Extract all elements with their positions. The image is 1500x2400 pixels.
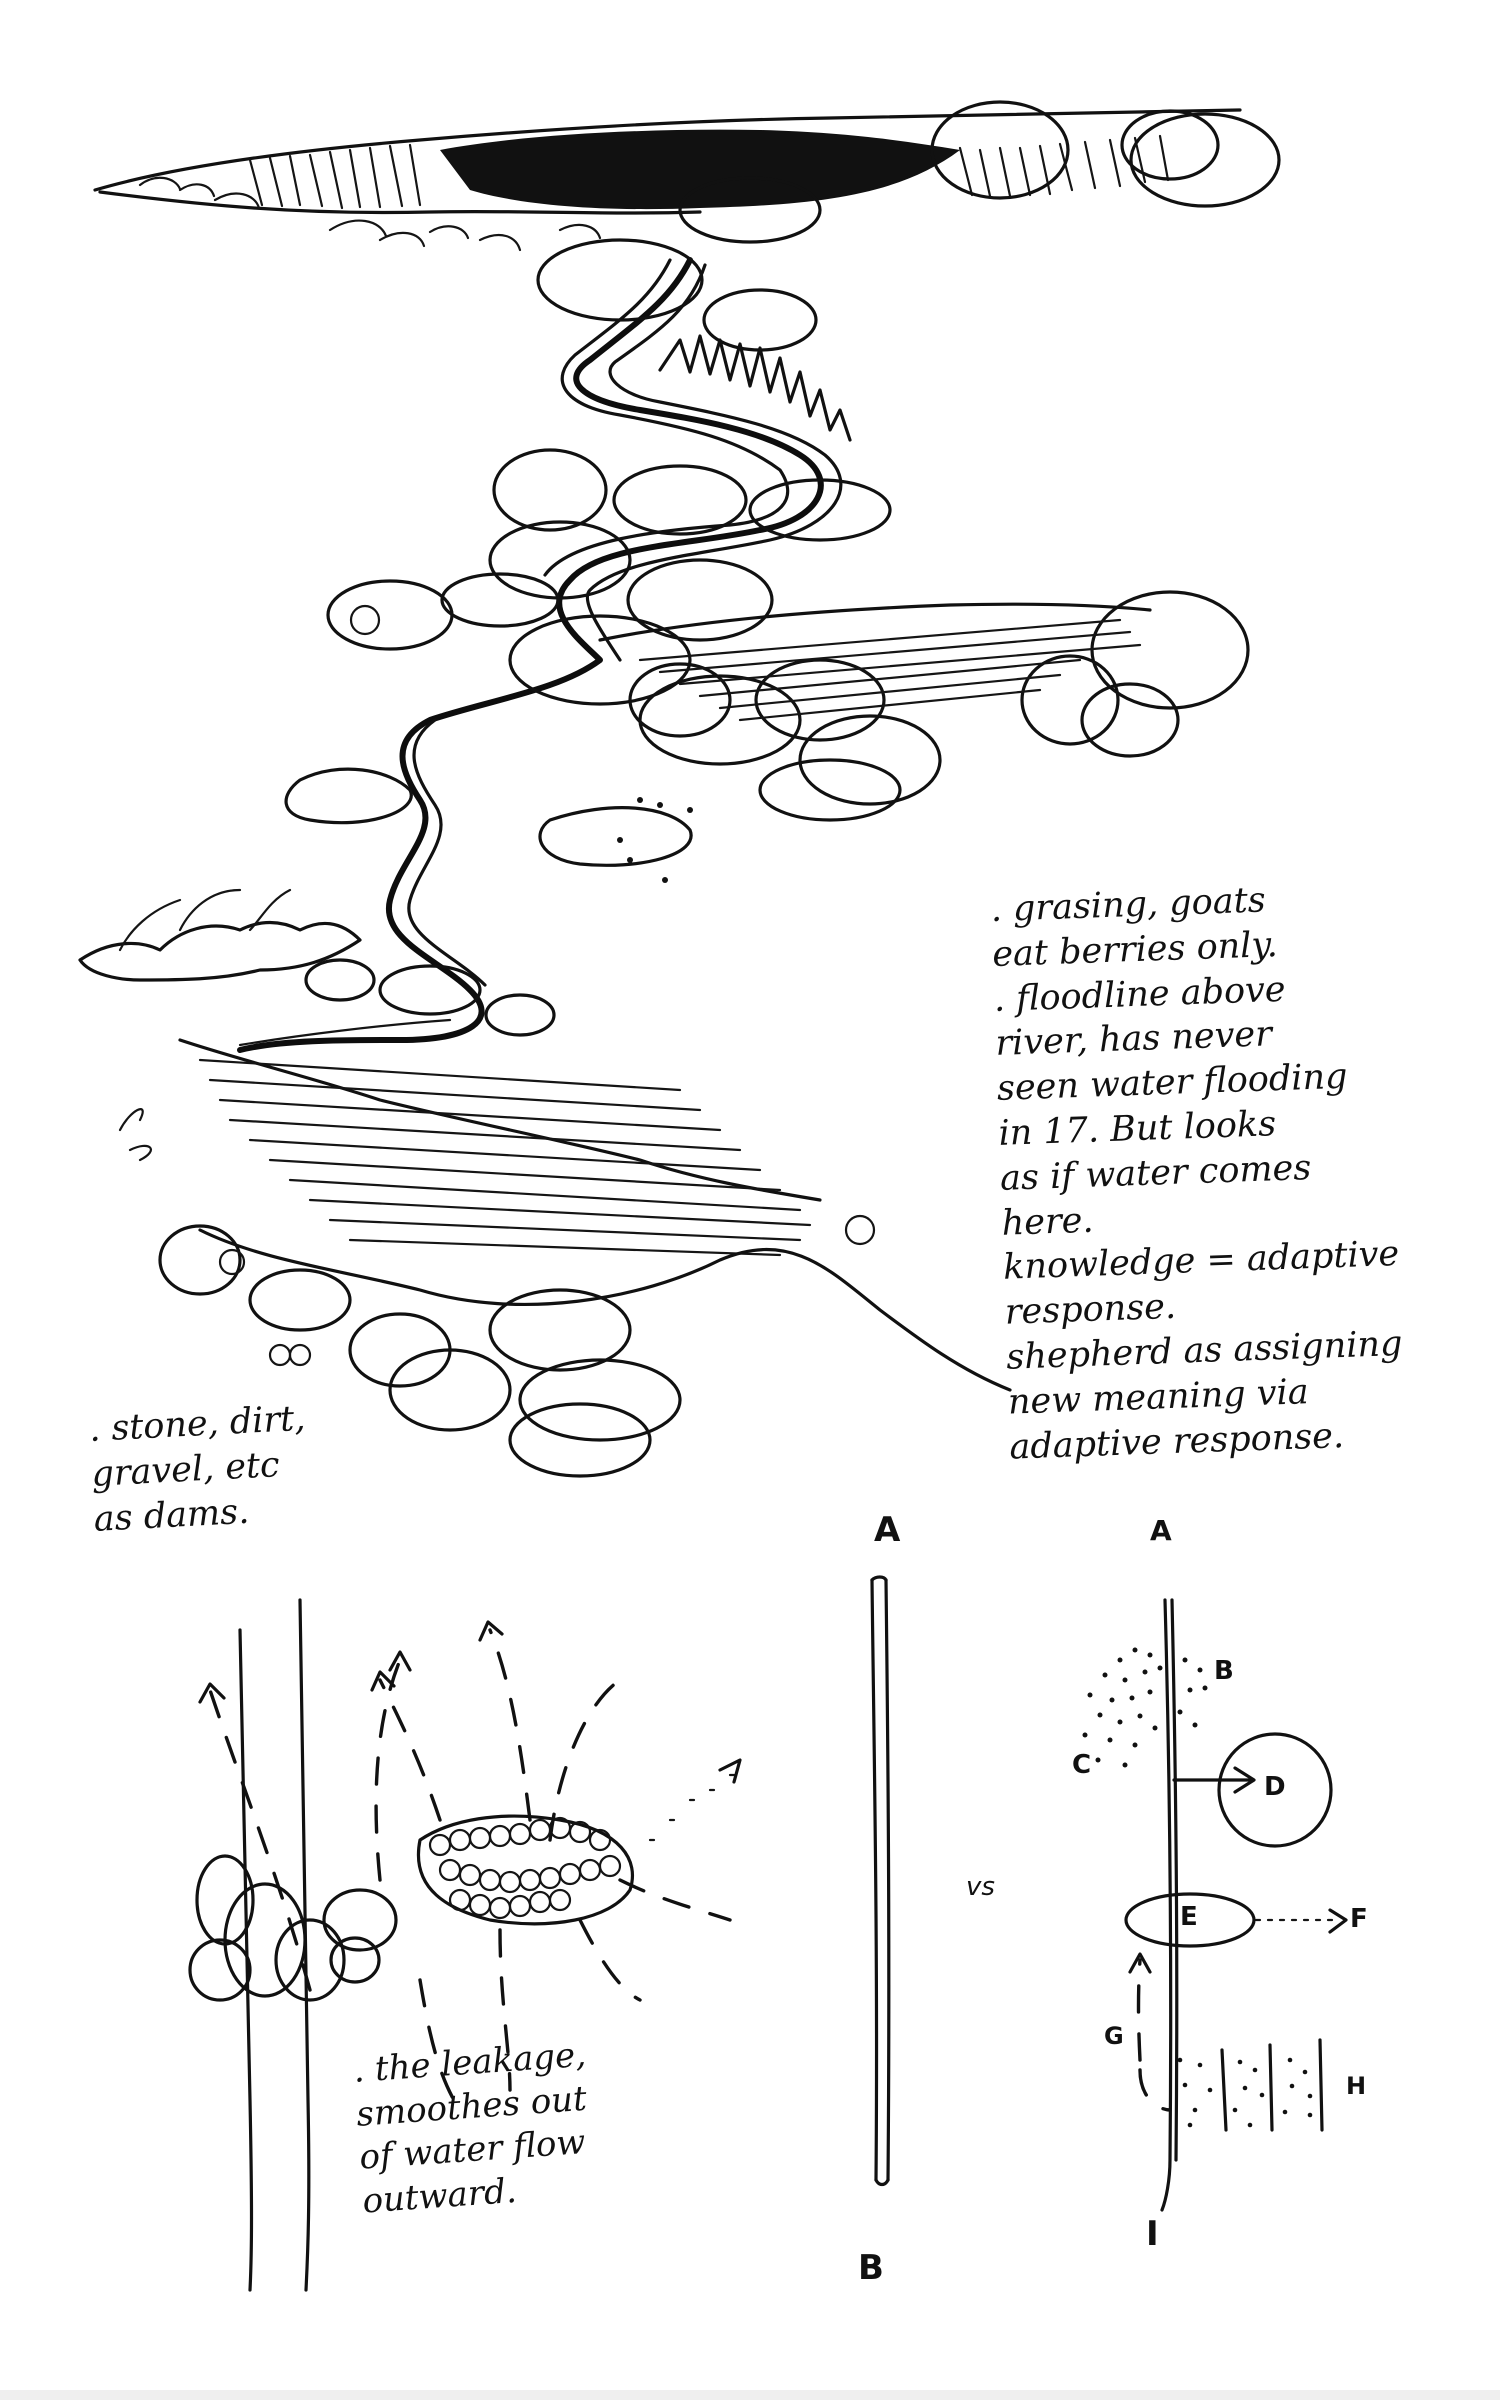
label-f: F xyxy=(1350,1904,1368,1934)
note-leakage: . the leakage, smoothes out of water flo… xyxy=(352,2034,588,2222)
dotted-band-h xyxy=(1177,2038,1324,2132)
flow-diagram-left xyxy=(188,1598,742,2292)
dot-cloud-b xyxy=(1082,1647,1208,1768)
label-g: G xyxy=(1104,2022,1124,2050)
label-i: I xyxy=(1146,2214,1159,2254)
note-grazing-floodline: . grasing, goats eat berries only. . flo… xyxy=(990,880,1404,1468)
channel-diagram-ab xyxy=(870,1575,891,2187)
label-e: E xyxy=(1180,1902,1198,1932)
rocks-cluster xyxy=(284,176,1250,1037)
fern-vegetation xyxy=(78,334,852,982)
label-a-right: A xyxy=(1150,1514,1172,1547)
label-d: D xyxy=(1264,1772,1286,1802)
label-c: C xyxy=(1072,1750,1092,1780)
hatched-field xyxy=(178,1038,1012,1392)
horizon-ridge xyxy=(93,100,1281,252)
scattered-dots xyxy=(617,797,693,883)
label-h: H xyxy=(1346,2072,1367,2100)
label-a-left: A xyxy=(874,1510,901,1550)
winding-stream xyxy=(237,257,843,1053)
note-materials-dams: . stone, dirt, gravel, etc as dams. xyxy=(88,1398,307,1540)
scan-bottom-edge xyxy=(0,2390,1500,2400)
channel-diagram-ai xyxy=(1082,1598,1348,2212)
lower-rocks-row xyxy=(118,1108,876,1478)
label-b-left: B xyxy=(858,2248,884,2288)
label-vs: vs xyxy=(966,1872,995,1902)
label-b: B xyxy=(1214,1656,1234,1686)
pebble-cluster xyxy=(428,1816,622,1920)
hatched-slope-right xyxy=(598,602,1152,722)
